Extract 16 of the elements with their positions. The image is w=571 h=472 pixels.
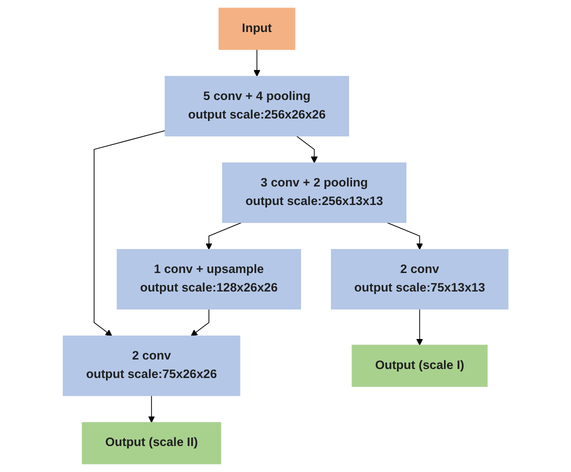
arrow [190,308,210,336]
node-box: 2 conv output scale:75x13x13 [330,249,508,310]
node-box: 1 conv + upsample output scale:128x26x26 [116,249,301,310]
node-box: Input [218,8,296,50]
node-box: Output (scale I) [352,344,488,387]
arrow [296,136,318,164]
arrow [416,308,423,346]
arrow [148,395,155,423]
node-box: 2 conv output scale:75x26x26 [62,336,240,396]
node-box: 5 conv + 4 pooling output scale:256x26x26 [164,76,349,136]
arrow [253,49,260,77]
arrow [94,130,166,336]
arrow [386,222,423,250]
node-box: 3 conv + 2 pooling output scale:256x13x13 [222,162,406,223]
arrow [205,222,242,250]
node-box: Output (scale II) [82,422,222,464]
